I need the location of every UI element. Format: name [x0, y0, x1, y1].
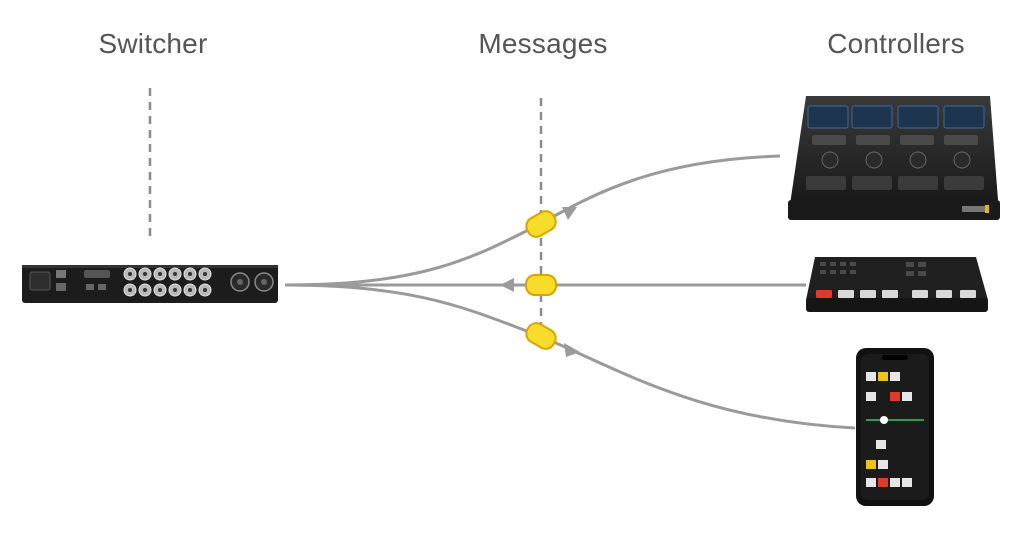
message-capsule-upper: [525, 210, 557, 238]
message-capsule-middle: [525, 274, 557, 296]
controllers-heading: Controllers: [827, 28, 965, 59]
control-panel-device-image: [788, 96, 1000, 220]
switcher-device-image: [22, 265, 278, 303]
arrow-to-phone: [564, 343, 580, 357]
phone-app-device-image: [856, 348, 934, 506]
message-capsule-lower: [525, 322, 557, 350]
messages-heading: Messages: [478, 28, 608, 59]
mini-switcher-device-image: [806, 257, 988, 312]
arrow-to-switcher-middle: [500, 278, 514, 292]
switcher-heading: Switcher: [98, 28, 208, 59]
arrow-to-switcher-upper: [562, 207, 577, 220]
connector-to-phone-app: [284, 283, 856, 430]
